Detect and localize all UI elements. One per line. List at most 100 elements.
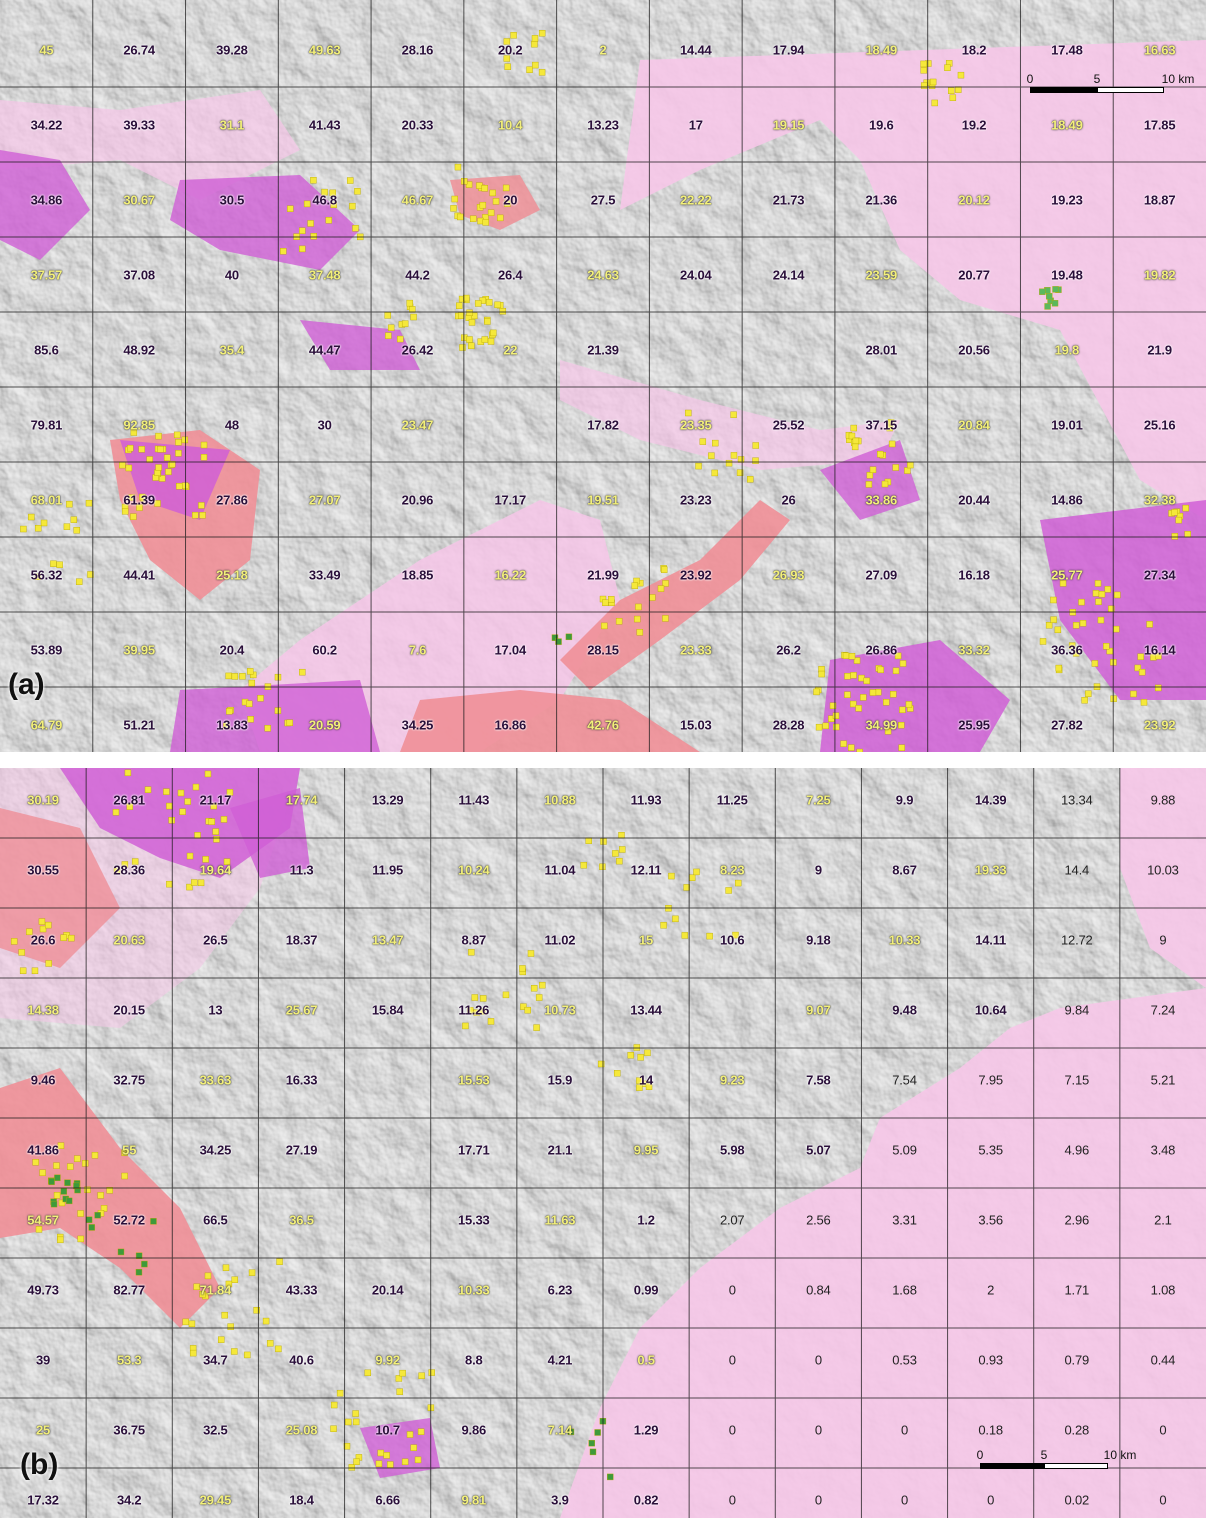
yellow-site-marker (688, 874, 696, 881)
yellow-site-marker (470, 215, 477, 223)
yellow-site-marker (530, 985, 538, 992)
yellow-site-marker (601, 622, 608, 630)
yellow-site-marker (468, 342, 475, 350)
yellow-site-marker (492, 198, 500, 205)
yellow-site-marker (239, 673, 246, 680)
yellow-site-marker (467, 1007, 474, 1014)
yellow-site-marker (644, 1049, 651, 1057)
yellow-site-marker (383, 1452, 390, 1459)
yellow-site-marker (329, 189, 337, 197)
yellow-site-marker (130, 513, 137, 520)
yellow-site-marker (463, 294, 470, 302)
yellow-site-marker (481, 185, 488, 192)
yellow-site-marker (503, 55, 511, 62)
yellow-site-marker (401, 320, 409, 327)
yellow-site-marker (1085, 690, 1092, 697)
yellow-site-marker (139, 493, 146, 501)
yellow-site-marker (471, 994, 478, 1001)
green-site-marker (1051, 300, 1059, 307)
yellow-site-marker (482, 219, 489, 226)
yellow-site-marker (856, 748, 863, 752)
yellow-site-marker (533, 1024, 540, 1031)
yellow-site-marker (57, 1142, 65, 1149)
scale-bar-black (1030, 87, 1097, 93)
terrace-zone (0, 150, 90, 260)
yellow-site-marker (616, 857, 623, 865)
yellow-site-marker (1175, 516, 1182, 524)
yellow-site-marker (220, 816, 228, 823)
yellow-site-marker (128, 494, 136, 501)
yellow-site-marker (752, 442, 759, 449)
yellow-site-marker (202, 856, 209, 863)
yellow-site-marker (931, 99, 938, 107)
yellow-site-marker (264, 724, 271, 732)
yellow-site-marker (246, 700, 253, 708)
green-site-marker (551, 634, 559, 641)
yellow-site-marker (307, 220, 314, 227)
yellow-site-marker (1104, 586, 1112, 593)
yellow-site-marker (336, 1389, 344, 1397)
yellow-site-marker (612, 850, 619, 857)
yellow-site-marker (227, 1323, 234, 1330)
yellow-site-marker (538, 69, 546, 76)
yellow-site-marker (57, 1236, 64, 1244)
yellow-site-marker (352, 225, 359, 232)
yellow-site-marker (725, 459, 733, 467)
yellow-site-marker (67, 1163, 74, 1170)
yellow-site-marker (106, 1187, 113, 1194)
green-site-marker (1052, 286, 1059, 293)
yellow-site-marker (527, 950, 535, 957)
yellow-site-marker (200, 454, 208, 461)
yellow-site-marker (192, 511, 199, 519)
yellow-site-marker (869, 466, 877, 473)
yellow-site-marker (1091, 660, 1099, 667)
yellow-site-marker (246, 668, 254, 675)
yellow-site-marker (175, 450, 182, 457)
yellow-site-marker (615, 618, 623, 625)
yellow-site-marker (418, 1372, 425, 1379)
yellow-site-marker (883, 699, 890, 706)
yellow-site-marker (1137, 653, 1144, 660)
yellow-site-marker (85, 499, 93, 507)
yellow-site-marker (886, 424, 893, 432)
yellow-site-marker (248, 1269, 256, 1276)
yellow-site-marker (681, 932, 689, 939)
alluvial-zone (0, 1068, 220, 1328)
yellow-site-marker (223, 858, 231, 865)
terrace-zone (230, 788, 310, 878)
yellow-site-marker (253, 1306, 260, 1314)
map-canvas-a (0, 0, 1206, 752)
yellow-site-marker (486, 299, 493, 306)
yellow-site-marker (124, 769, 132, 777)
yellow-site-marker (193, 1283, 200, 1291)
yellow-site-marker (618, 831, 625, 839)
panel-label: (a) (8, 668, 45, 701)
yellow-site-marker (1130, 690, 1137, 698)
yellow-site-marker (154, 500, 161, 507)
yellow-site-marker (76, 578, 83, 585)
grid-lines (0, 0, 1206, 752)
yellow-site-marker (353, 1458, 360, 1465)
yellow-site-marker (524, 1006, 531, 1014)
yellow-site-marker (163, 788, 170, 795)
yellow-site-marker (1134, 664, 1142, 672)
yellow-site-marker (844, 672, 851, 680)
yellow-site-marker (899, 660, 907, 667)
yellow-site-marker (894, 652, 902, 660)
yellow-site-marker (188, 1320, 196, 1328)
yellow-site-marker (645, 1083, 653, 1090)
yellow-site-marker (672, 915, 679, 923)
yellow-site-marker (693, 868, 700, 876)
yellow-site-marker (354, 188, 361, 195)
green-site-marker (117, 1248, 125, 1256)
yellow-site-marker (1146, 621, 1153, 628)
yellow-site-marker (649, 594, 656, 601)
yellow-site-marker (244, 1351, 251, 1359)
yellow-site-marker (387, 324, 395, 332)
terrace-zone (170, 680, 380, 752)
green-site-marker (150, 1218, 157, 1225)
green-site-marker (594, 1429, 601, 1436)
yellow-site-marker (10, 938, 18, 945)
yellow-site-marker (904, 467, 911, 474)
green-site-marker (565, 633, 573, 641)
